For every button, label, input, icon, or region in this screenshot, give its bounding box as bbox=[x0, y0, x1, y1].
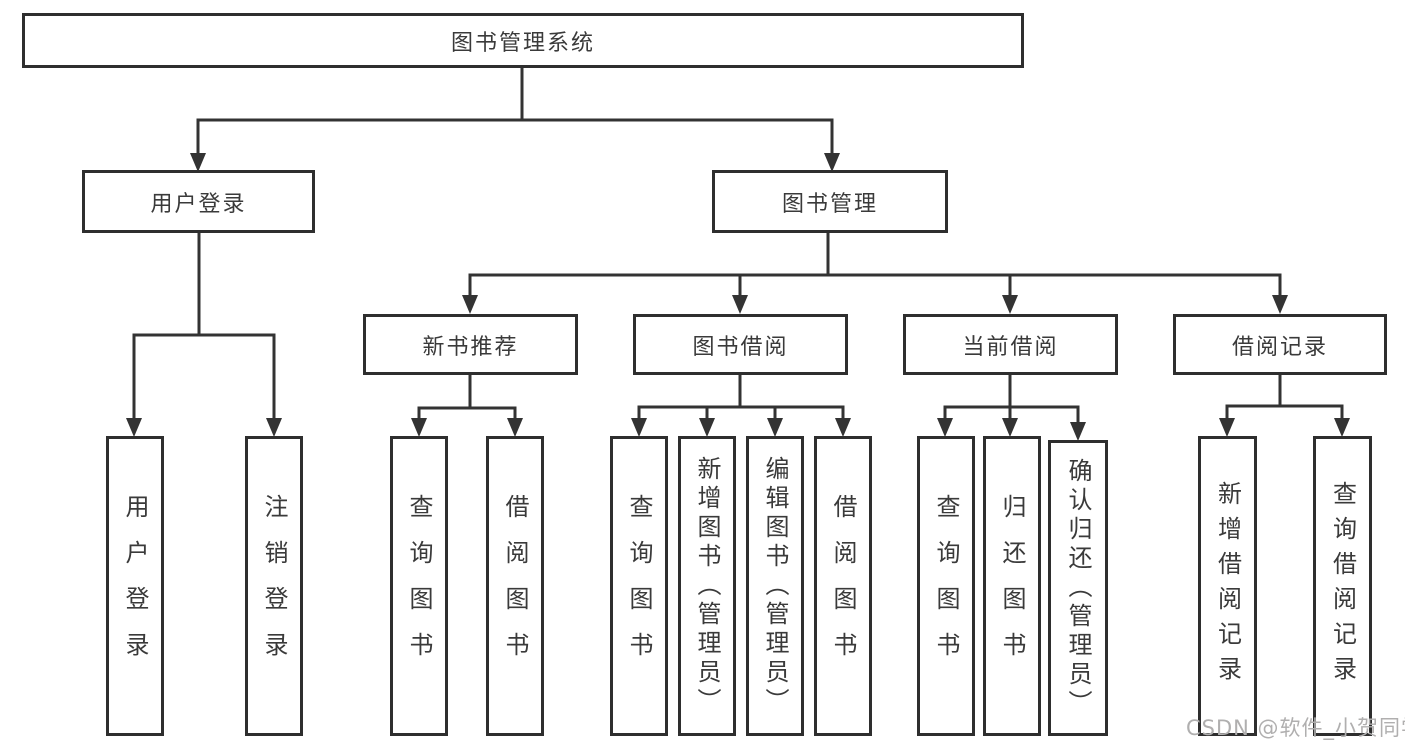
connector-new-book-to-leaves bbox=[411, 373, 523, 437]
connector-book-borrow-to-leaves bbox=[631, 373, 851, 437]
node-root-label: 图书管理系统 bbox=[450, 30, 595, 56]
connector-borrow-records-to-leaves bbox=[1219, 373, 1350, 437]
node-leaf-add-borrow-record-label: 新增借阅记录 bbox=[1213, 481, 1242, 691]
node-user-login-label: 用户登录 bbox=[150, 191, 247, 217]
node-current-borrow: 当前借阅 bbox=[903, 314, 1118, 375]
node-leaf-query-books-1-label: 查询图书 bbox=[405, 494, 433, 678]
node-leaf-edit-books-admin-label: 编辑图书（管理员） bbox=[761, 455, 789, 717]
node-book-borrow: 图书借阅 bbox=[633, 314, 848, 375]
node-leaf-query-books-2: 查询图书 bbox=[610, 436, 668, 736]
node-leaf-return-books: 归还图书 bbox=[983, 436, 1041, 736]
node-leaf-query-borrow-record-label: 查询借阅记录 bbox=[1328, 481, 1357, 691]
node-leaf-borrow-books-2-label: 借阅图书 bbox=[829, 494, 857, 678]
node-leaf-query-books-3: 查询图书 bbox=[917, 436, 975, 736]
node-leaf-query-books-2-label: 查询图书 bbox=[625, 494, 653, 678]
node-leaf-user-login-label: 用户登录 bbox=[121, 494, 149, 678]
node-leaf-query-books-1: 查询图书 bbox=[390, 436, 448, 736]
node-new-book-recommend: 新书推荐 bbox=[363, 314, 578, 375]
node-leaf-confirm-return-admin-label: 确认归还（管理员） bbox=[1064, 457, 1092, 719]
node-book-management-label: 图书管理 bbox=[781, 191, 878, 217]
node-leaf-edit-books-admin: 编辑图书（管理员） bbox=[746, 436, 804, 736]
node-book-management: 图书管理 bbox=[712, 170, 948, 233]
node-leaf-query-borrow-record: 查询借阅记录 bbox=[1313, 436, 1372, 736]
node-leaf-return-books-label: 归还图书 bbox=[998, 494, 1026, 678]
node-leaf-borrow-books-2: 借阅图书 bbox=[814, 436, 872, 736]
node-leaf-borrow-books-1-label: 借阅图书 bbox=[501, 494, 529, 678]
node-user-login: 用户登录 bbox=[82, 170, 315, 233]
node-leaf-confirm-return-admin: 确认归还（管理员） bbox=[1048, 440, 1108, 736]
node-borrow-records: 借阅记录 bbox=[1173, 314, 1387, 375]
node-leaf-user-login: 用户登录 bbox=[106, 436, 164, 736]
connector-book-management-to-level2 bbox=[462, 231, 1288, 314]
node-new-book-recommend-label: 新书推荐 bbox=[422, 334, 519, 360]
node-book-borrow-label: 图书借阅 bbox=[692, 334, 789, 360]
node-leaf-query-books-3-label: 查询图书 bbox=[932, 494, 960, 678]
node-root: 图书管理系统 bbox=[22, 13, 1024, 68]
csdn-watermark: CSDN @软件_小贺同学 bbox=[1186, 716, 1405, 740]
node-leaf-add-books-admin: 新增图书（管理员） bbox=[678, 436, 736, 736]
node-current-borrow-label: 当前借阅 bbox=[962, 334, 1059, 360]
node-borrow-records-label: 借阅记录 bbox=[1231, 334, 1328, 360]
connector-user-login-to-leaves bbox=[126, 231, 282, 437]
node-leaf-add-books-admin-label: 新增图书（管理员） bbox=[693, 455, 721, 717]
connector-root-to-level1 bbox=[190, 66, 840, 172]
node-leaf-borrow-books-1: 借阅图书 bbox=[486, 436, 544, 736]
connector-current-borrow-to-leaves bbox=[937, 373, 1086, 441]
node-leaf-add-borrow-record: 新增借阅记录 bbox=[1198, 436, 1257, 736]
node-leaf-logout-label: 注销登录 bbox=[260, 494, 288, 678]
node-leaf-logout: 注销登录 bbox=[245, 436, 303, 736]
